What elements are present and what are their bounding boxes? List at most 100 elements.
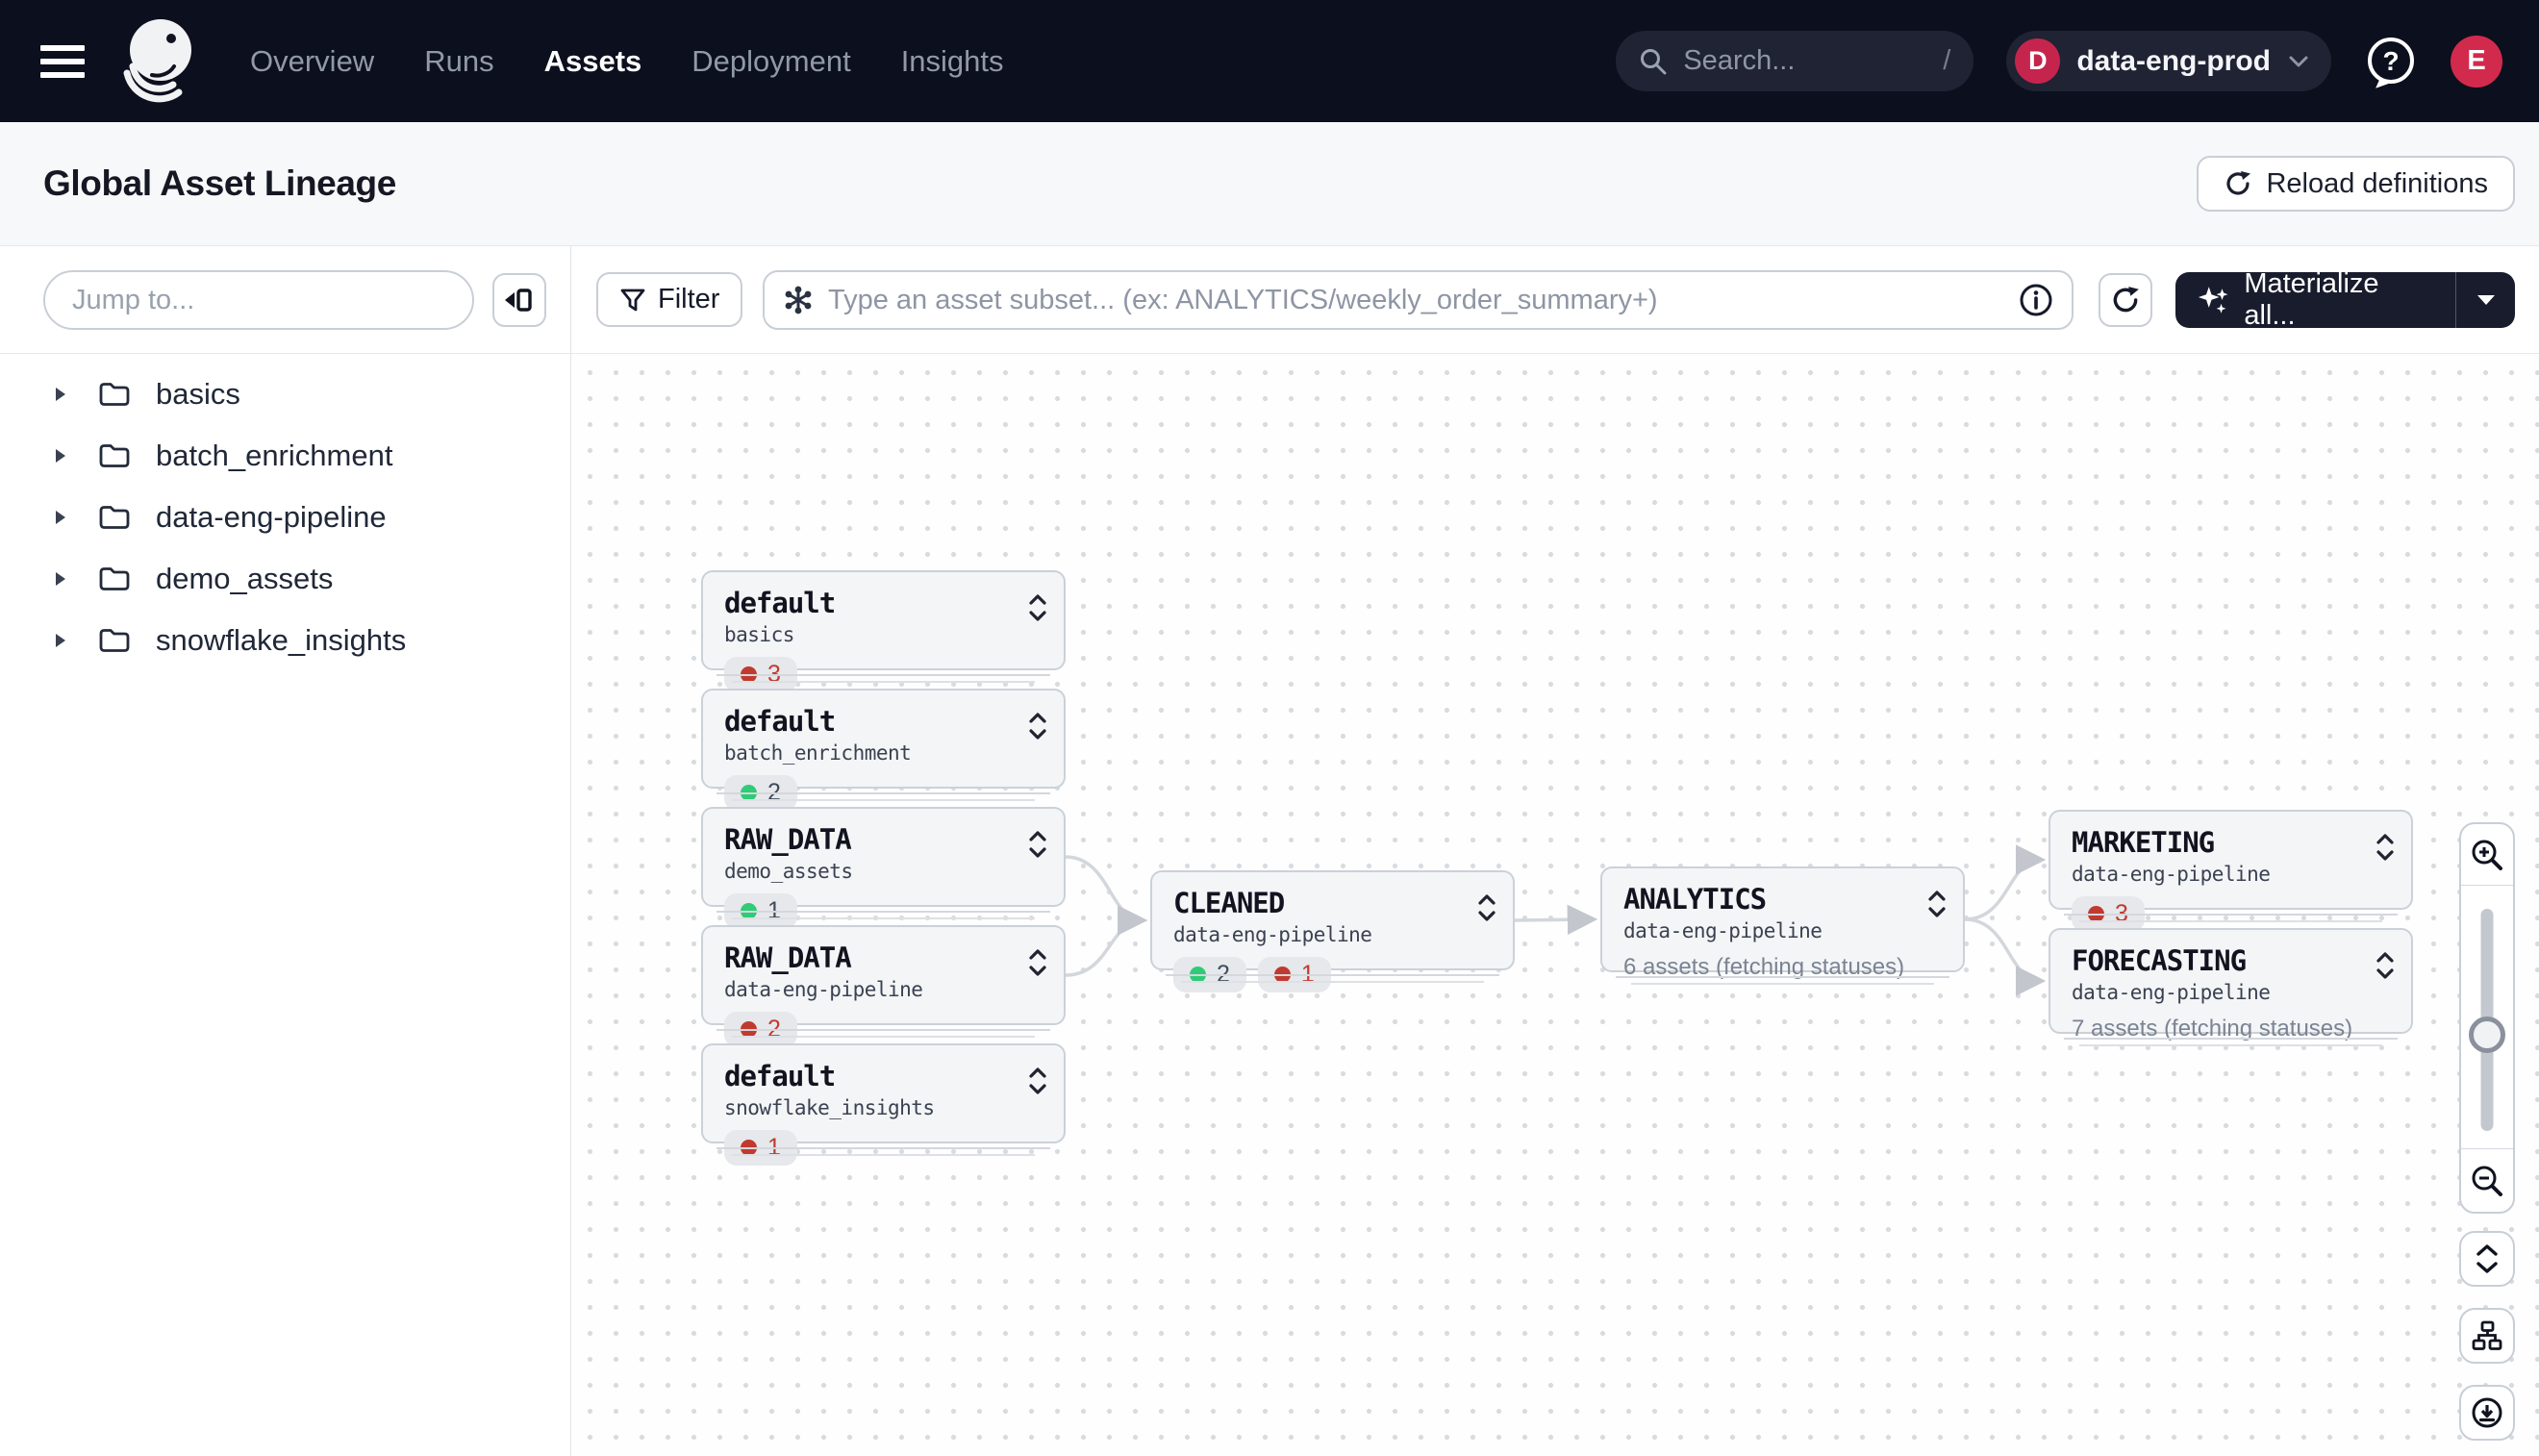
- collapse-sidebar-button[interactable]: [492, 273, 546, 327]
- node-subtitle: data-eng-pipeline: [1623, 919, 1823, 942]
- group-name: batch_enrichment: [156, 439, 393, 472]
- node-title: FORECASTING: [2072, 944, 2247, 977]
- sidebar-group-row-data-eng-pipeline[interactable]: data-eng-pipeline: [0, 487, 570, 548]
- filter-label: Filter: [658, 284, 720, 314]
- expand-node-icon[interactable]: [1027, 1067, 1048, 1095]
- error-dot-icon: [741, 1140, 757, 1156]
- caret-right-icon[interactable]: [52, 508, 67, 527]
- refresh-graph-button[interactable]: [2099, 273, 2152, 327]
- sidebar-header: [0, 246, 570, 354]
- node-status-badges: 1: [724, 893, 1044, 929]
- help-icon[interactable]: ?: [2364, 35, 2418, 88]
- materialize-all-button[interactable]: Materialize all...: [2175, 268, 2455, 331]
- nav-item-assets[interactable]: Assets: [543, 43, 642, 78]
- expand-node-icon[interactable]: [1926, 890, 1948, 918]
- badge-count: 2: [767, 779, 781, 806]
- menu-icon[interactable]: [35, 39, 90, 84]
- svg-text:?: ?: [2382, 46, 2399, 76]
- zoom-out-button[interactable]: [2461, 1148, 2513, 1212]
- search-shortcut: /: [1943, 45, 1951, 76]
- node-status-badges: 3: [724, 657, 1044, 692]
- deployment-badge: D: [2015, 38, 2061, 84]
- sidebar-group-row-basics[interactable]: basics: [0, 364, 570, 425]
- global-search-input[interactable]: Search... /: [1616, 31, 1974, 91]
- nav-right-cluster: Search... / D data-eng-prod ? E: [1616, 31, 2539, 91]
- materialize-dropdown-button[interactable]: [2455, 272, 2515, 328]
- nav-item-runs[interactable]: Runs: [424, 43, 494, 78]
- expand-collapse-all-button[interactable]: [2459, 1231, 2515, 1287]
- group-name: snowflake_insights: [156, 623, 407, 657]
- folder-icon: [98, 380, 131, 409]
- nav-item-deployment[interactable]: Deployment: [691, 43, 851, 78]
- expand-node-icon[interactable]: [1476, 893, 1497, 922]
- chevron-down-icon: [2289, 56, 2308, 66]
- caret-right-icon[interactable]: [52, 569, 67, 589]
- zoom-in-button[interactable]: [2461, 824, 2513, 886]
- asset-groups-sidebar: basics batch_enrichment data-eng-pipelin…: [0, 246, 571, 1456]
- group-name: demo_assets: [156, 562, 334, 595]
- error-count-badge: 1: [724, 1130, 797, 1166]
- node-status-badges: 2: [724, 775, 1044, 811]
- info-icon[interactable]: [2018, 282, 2054, 318]
- top-navigation: Overview Runs Assets Deployment Insights…: [0, 0, 2539, 122]
- node-subtitle: snowflake_insights: [724, 1096, 935, 1119]
- group-name: data-eng-pipeline: [156, 500, 387, 534]
- expand-node-icon[interactable]: [1027, 593, 1048, 622]
- expand-node-icon[interactable]: [1027, 948, 1048, 977]
- caret-right-icon[interactable]: [52, 446, 67, 465]
- node-title: ANALYTICS: [1623, 883, 1767, 916]
- op-selector-icon: [785, 286, 812, 314]
- primary-nav: Overview Runs Assets Deployment Insights: [250, 44, 1004, 79]
- user-avatar[interactable]: E: [2451, 35, 2502, 88]
- filter-button[interactable]: Filter: [596, 272, 743, 327]
- expand-node-icon[interactable]: [2375, 951, 2396, 980]
- folder-icon: [98, 565, 131, 593]
- edge-rawdata-pipeline-to-cleaned: [1065, 905, 1148, 977]
- download-image-button[interactable]: [2459, 1385, 2515, 1441]
- expand-node-icon[interactable]: [2375, 833, 2396, 862]
- refresh-icon: [2226, 171, 2251, 195]
- asset-subset-input[interactable]: [828, 284, 2018, 316]
- expand-node-icon[interactable]: [1027, 830, 1048, 859]
- node-title: default: [724, 587, 836, 619]
- nav-item-overview[interactable]: Overview: [250, 43, 375, 78]
- unfold-vertical-icon: [2476, 1244, 2498, 1273]
- sidebar-group-row-snowflake_insights[interactable]: snowflake_insights: [0, 610, 570, 671]
- caret-right-icon[interactable]: [52, 385, 67, 404]
- nav-item-insights[interactable]: Insights: [900, 43, 1004, 78]
- error-dot-icon: [1273, 966, 1291, 983]
- lineage-edges: [1065, 844, 2047, 996]
- folder-icon: [98, 441, 131, 470]
- reload-definitions-button[interactable]: Reload definitions: [2197, 156, 2515, 212]
- expand-node-icon[interactable]: [1027, 712, 1048, 741]
- caret-right-icon[interactable]: [52, 631, 67, 650]
- node-status-badges: 2: [724, 1012, 1044, 1047]
- error-dot-icon: [741, 1021, 757, 1038]
- zoom-slider[interactable]: [2461, 886, 2513, 1148]
- zoom-out-icon: [2472, 1166, 2502, 1196]
- node-title: RAW_DATA: [724, 941, 852, 974]
- org-chart-icon: [2472, 1320, 2502, 1350]
- deployment-switcher[interactable]: D data-eng-prod: [2006, 31, 2331, 91]
- download-icon: [2472, 1397, 2502, 1428]
- jump-to-input[interactable]: [43, 270, 474, 330]
- success-dot-icon: [741, 903, 757, 919]
- zoom-slider-handle[interactable]: [2469, 1017, 2505, 1053]
- sidebar-group-row-batch_enrichment[interactable]: batch_enrichment: [0, 425, 570, 487]
- sidebar-group-row-demo_assets[interactable]: demo_assets: [0, 548, 570, 610]
- sparkles-icon: [2198, 287, 2228, 314]
- dagster-logo[interactable]: [115, 13, 204, 110]
- edge-analytics-to-forecasting: [1964, 917, 2047, 996]
- layout-tree-button[interactable]: [2459, 1308, 2515, 1364]
